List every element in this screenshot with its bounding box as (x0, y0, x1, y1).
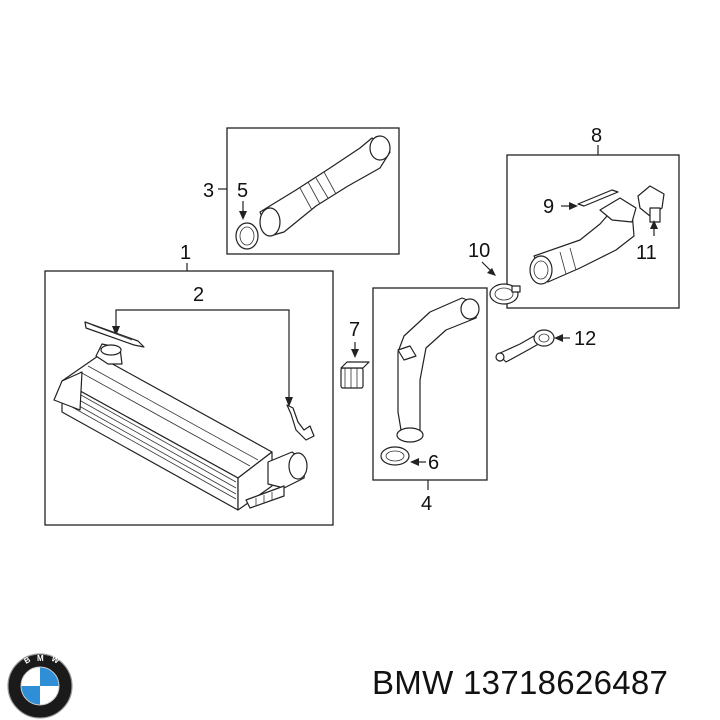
duct-seal-part (380, 446, 410, 466)
hose-clamp-part (489, 283, 521, 305)
bmw-roundel-icon: B M W (7, 653, 73, 719)
group-box-1 (44, 270, 334, 526)
seal-ring-part (235, 222, 259, 250)
svg-text:W: W (50, 654, 61, 666)
callout-2: 2 (193, 284, 204, 306)
bracket-part (84, 321, 145, 348)
svg-text:B: B (23, 655, 33, 666)
callout-11: 11 (636, 242, 657, 264)
callout-10: 10 (468, 240, 490, 262)
part-number: 13718626487 (463, 664, 669, 701)
air-duct-part (396, 297, 480, 443)
group-box-8 (506, 154, 680, 309)
callout-6: 6 (428, 452, 439, 474)
callout-5: 5 (237, 180, 248, 202)
clip-part (286, 404, 315, 441)
callout-7: 7 (349, 319, 360, 341)
svg-text:M: M (37, 654, 44, 663)
intercooler-part (53, 343, 308, 511)
callout-1: 1 (180, 242, 191, 264)
group-box-3 (226, 127, 400, 255)
intake-pipe-part (529, 197, 637, 285)
callout-8: 8 (591, 125, 602, 147)
gasket-part (577, 189, 619, 207)
grommet-part (340, 361, 370, 389)
callout-9: 9 (543, 196, 554, 218)
sensor-part (637, 185, 665, 223)
part-caption: BMW 13718626487 (372, 664, 668, 702)
callout-12: 12 (574, 328, 596, 350)
charge-pipe-part (259, 135, 391, 237)
group-box-4 (372, 287, 488, 481)
callout-4: 4 (421, 493, 432, 515)
callout-3: 3 (203, 180, 214, 202)
brand-name: BMW (372, 664, 454, 701)
bracket-12-part (495, 329, 555, 363)
